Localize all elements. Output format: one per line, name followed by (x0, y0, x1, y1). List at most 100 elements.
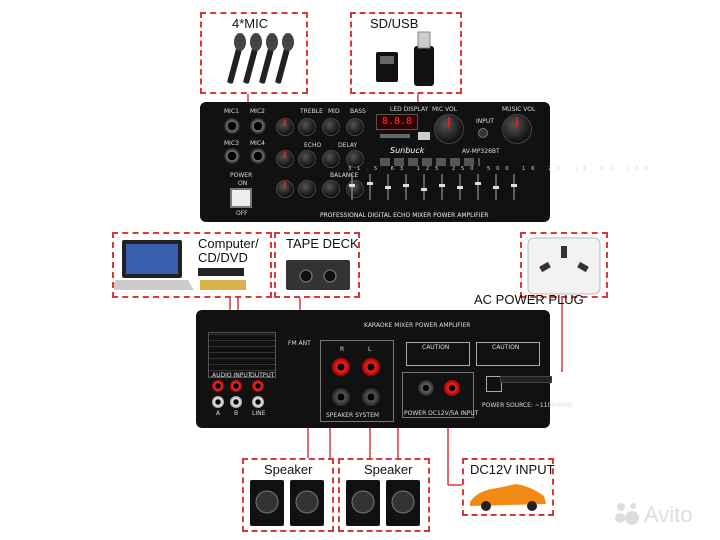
avito-text: Avito (644, 502, 693, 527)
rca-input-b-l[interactable] (230, 396, 242, 408)
balance-label: BALANCE (330, 172, 359, 179)
eq-section (340, 166, 540, 206)
rear-top-text: KARAOKE MIXER POWER AMPLIFIER (364, 322, 471, 329)
echo-knob[interactable] (298, 150, 316, 168)
input-b-label: B (234, 410, 239, 417)
speaker-pair-left-icon (250, 480, 324, 526)
power-off-label: OFF (236, 210, 248, 217)
transport-buttons[interactable] (380, 158, 480, 166)
caution-sticker-2 (476, 342, 540, 366)
echo-mic-knob[interactable] (276, 150, 294, 168)
power-dc-label: POWER DC12V/5A INPUT (404, 410, 479, 417)
mid-knob[interactable] (322, 118, 340, 136)
usb-slot[interactable] (418, 132, 430, 140)
laptop-icon (114, 240, 246, 290)
tape-deck-box: TAPE DECK (274, 232, 360, 298)
speaker-l-minus-terminal[interactable] (362, 388, 380, 406)
eq-sliders[interactable] (340, 166, 540, 206)
speaker-l-plus-terminal[interactable] (362, 358, 380, 376)
sd-slot[interactable] (380, 134, 410, 138)
front-amplifier: MIC1 MIC2 MIC3 MIC4 POWER ON OFF TREBLE … (200, 102, 648, 222)
sd-usb-icon (376, 31, 434, 86)
echo-label: ECHO (304, 142, 322, 149)
dc-minus-terminal[interactable] (418, 380, 434, 396)
rca-input-b-r[interactable] (230, 380, 242, 392)
tape-deck-icon (286, 260, 350, 290)
music-mid-knob[interactable] (322, 180, 340, 198)
speaker-left-label: Speaker (264, 462, 313, 477)
mic3-label: MIC3 (224, 140, 239, 147)
rca-input-a-r[interactable] (212, 380, 224, 392)
input-a-label: A (216, 410, 221, 417)
input-button[interactable] (478, 128, 488, 138)
brand-label: Sunbuck (390, 146, 425, 155)
speaker-terminal-panel (320, 340, 394, 422)
sd-usb-label: SD/USB (370, 16, 419, 31)
rca-output-r[interactable] (252, 380, 264, 392)
output-label: OUTPUT (250, 372, 275, 379)
model-label: AV-MP326BT (462, 148, 500, 155)
mic-treble-knob[interactable] (276, 118, 294, 136)
dc12v-box: DC12V INPUT (462, 458, 555, 516)
avito-watermark: Avito (612, 500, 716, 530)
mic3-jack[interactable] (224, 148, 240, 164)
speaker-right-box: Speaker (338, 458, 430, 532)
power-cord (500, 376, 552, 383)
car-icon (470, 484, 546, 511)
music-bass-knob[interactable] (298, 180, 316, 198)
caution-sticker-1 (406, 342, 470, 366)
mic2-label: MIC2 (250, 108, 265, 115)
power-source-label: POWER SOURCE: ~110V/60Hz (482, 402, 573, 409)
music-vol-knob[interactable] (502, 114, 532, 144)
sd-usb-box: SD/USB (350, 12, 462, 94)
bass-knob[interactable] (346, 118, 364, 136)
led-display-label: LED DISPLAY (390, 106, 429, 113)
mid-label: MID (328, 108, 340, 115)
computer-box: Computer/ CD/DVD (112, 232, 272, 298)
speaker-r-plus-terminal[interactable] (332, 358, 350, 376)
ac-inlet[interactable] (486, 376, 502, 392)
mic2-jack[interactable] (250, 118, 266, 134)
speaker-l-label: L (368, 346, 372, 353)
dc12v-label: DC12V INPUT (470, 462, 555, 477)
power-socket-icon (527, 237, 601, 295)
speaker-r-minus-terminal[interactable] (332, 388, 350, 406)
microphones-icon (227, 33, 294, 84)
speaker-system-label: SPEAKER SYSTEM (326, 412, 380, 419)
dc-plus-terminal[interactable] (444, 380, 460, 396)
mic-label: 4*MIC (232, 16, 269, 31)
speaker-right-label: Speaker (364, 462, 413, 477)
treble-label: TREBLE (300, 108, 323, 115)
power-label: POWER (230, 172, 253, 179)
mic-box: 4*MIC (200, 12, 308, 94)
speaker-r-label: R (340, 346, 345, 353)
mic1-jack[interactable] (224, 118, 240, 134)
line-label: LINE (252, 410, 266, 417)
mic-vol-knob[interactable] (434, 114, 464, 144)
eq-band-labels: 31.5 63 125 250 500 1K 2K 4K 8K 16K (348, 166, 655, 172)
caution-label-2: CAUTION (492, 344, 520, 351)
tape-deck-label: TAPE DECK (286, 236, 359, 251)
mic4-jack[interactable] (250, 148, 266, 164)
treble-knob[interactable] (298, 118, 316, 136)
power-switch[interactable] (230, 188, 252, 208)
mic-vol-label: MIC VOL (432, 106, 458, 113)
delay-label: DELAY (338, 142, 358, 149)
rear-amplifier: KARAOKE MIXER POWER AMPLIFIER FM ANT AUD… (196, 310, 573, 428)
rca-input-a-l[interactable] (212, 396, 224, 408)
delay-knob[interactable] (346, 150, 364, 168)
speaker-left-box: Speaker (242, 458, 334, 532)
cd-dvd-label: CD/DVD (198, 250, 248, 265)
vent-grid (208, 332, 276, 378)
repeat-knob[interactable] (322, 150, 340, 168)
computer-label: Computer/ (198, 236, 259, 251)
power-on-label: ON (238, 180, 248, 187)
audio-input-label: AUDIO INPUT (212, 372, 252, 379)
ac-power-plug-label: AC POWER PLUG (474, 292, 584, 307)
front-bottom-text: PROFESSIONAL DIGITAL ECHO MIXER POWER AM… (320, 212, 489, 219)
rca-output-l[interactable] (252, 396, 264, 408)
music-treble-knob[interactable] (276, 180, 294, 198)
mic1-label: MIC1 (224, 108, 239, 115)
caution-label-1: CAUTION (422, 344, 450, 351)
led-display: 8.8.8 (376, 114, 418, 130)
